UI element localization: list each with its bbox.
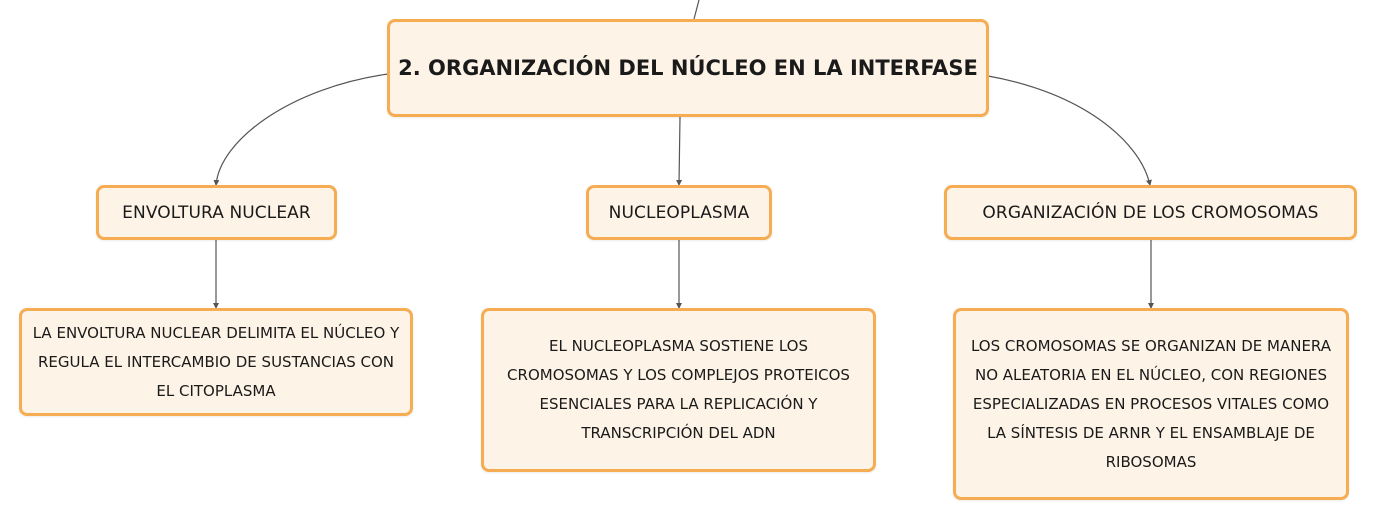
detail-text: LA ENVOLTURA NUCLEAR DELIMITA EL NÚCLEO … [32,323,400,400]
connector-root-to-envoltura [213,73,389,186]
detail-text: LOS CROMOSOMAS SE ORGANIZAN DE MANERA NO… [970,336,1331,471]
branch-node-envoltura-nuclear[interactable]: ENVOLTURA NUCLEAR [96,185,337,240]
connector-parent-to-root [693,0,700,20]
connector-root-to-nucleoplasma [676,116,683,186]
root-topic-label: 2. ORGANIZACIÓN DEL NÚCLEO EN LA INTERFA… [398,56,978,80]
detail-node-nucleoplasma[interactable]: EL NUCLEOPLASMA SOSTIENE LOS CROMOSOMAS … [481,308,876,472]
branch-label: ORGANIZACIÓN DE LOS CROMOSOMAS [982,202,1319,223]
detail-text: EL NUCLEOPLASMA SOSTIENE LOS CROMOSOMAS … [507,337,850,442]
connector-root-to-cromosomas [987,75,1152,186]
branch-label: ENVOLTURA NUCLEAR [122,202,311,223]
detail-node-organizacion-cromosomas[interactable]: LOS CROMOSOMAS SE ORGANIZAN DE MANERA NO… [953,308,1349,500]
detail-node-envoltura-nuclear[interactable]: LA ENVOLTURA NUCLEAR DELIMITA EL NÚCLEO … [19,308,413,416]
root-topic-node[interactable]: 2. ORGANIZACIÓN DEL NÚCLEO EN LA INTERFA… [387,19,989,117]
branch-node-organizacion-cromosomas[interactable]: ORGANIZACIÓN DE LOS CROMOSOMAS [944,185,1357,240]
branch-label: NUCLEOPLASMA [608,202,750,223]
branch-node-nucleoplasma[interactable]: NUCLEOPLASMA [586,185,772,240]
